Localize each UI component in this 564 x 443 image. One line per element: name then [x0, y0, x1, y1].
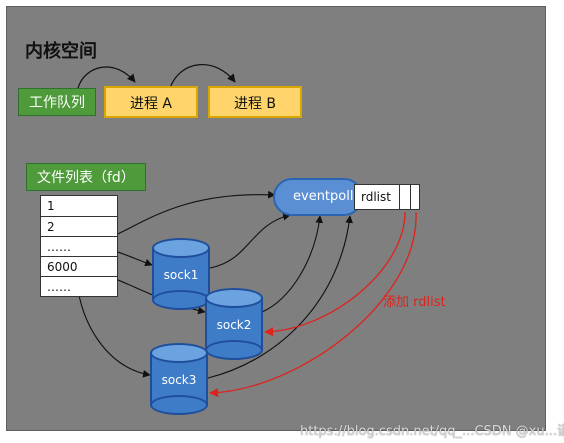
sock3-cylinder: sock3: [150, 343, 208, 415]
fd-table: 1 2 …… 6000 ……: [40, 195, 118, 297]
add-rdlist-annotation: 添加 rdlist: [383, 295, 446, 310]
sock2-label: sock2: [216, 318, 252, 332]
sock1-cylinder: sock1: [152, 238, 210, 310]
rdlist-label: rdlist: [361, 190, 391, 204]
sock3-base: [150, 395, 208, 415]
rdlist-box: rdlist: [354, 184, 420, 210]
sock2-base: [205, 340, 263, 360]
process-a-label: 进程 A: [129, 96, 173, 112]
work-queue-text: 工作队列: [29, 95, 85, 111]
kernel-space-title: 内核空间: [25, 41, 97, 62]
process-a-box: 进程 A: [104, 86, 198, 118]
rdlist-slot-divider-1: [399, 185, 400, 209]
fd-list-label: 文件列表（fd）: [26, 163, 146, 191]
fd-row-6000: 6000: [41, 256, 117, 276]
sock3-top: [150, 343, 208, 363]
fd-row-2: 2: [41, 216, 117, 236]
rdlist-slot-divider-2: [410, 185, 411, 209]
process-b-box: 进程 B: [208, 86, 302, 118]
sock2-top: [205, 288, 263, 308]
sock1-label: sock1: [163, 268, 199, 282]
sock1-base: [152, 290, 210, 310]
process-b-label: 进程 B: [233, 96, 277, 112]
fd-row-ellipsis-2: ……: [41, 276, 117, 296]
sock1-top: [152, 238, 210, 258]
fd-list-text: 文件列表（fd）: [37, 170, 135, 186]
watermark: https://blog.csdn.net/qq_...CSDN @xu...谨…: [300, 424, 564, 439]
sock2-cylinder: sock2: [205, 288, 263, 360]
eventpoll-node: eventpoll: [273, 178, 363, 216]
sock3-label: sock3: [161, 373, 197, 387]
eventpoll-label: eventpoll: [293, 189, 354, 204]
work-queue-label: 工作队列: [18, 88, 96, 116]
fd-row-1: 1: [47, 199, 55, 213]
fd-row-ellipsis-1: ……: [41, 236, 117, 256]
